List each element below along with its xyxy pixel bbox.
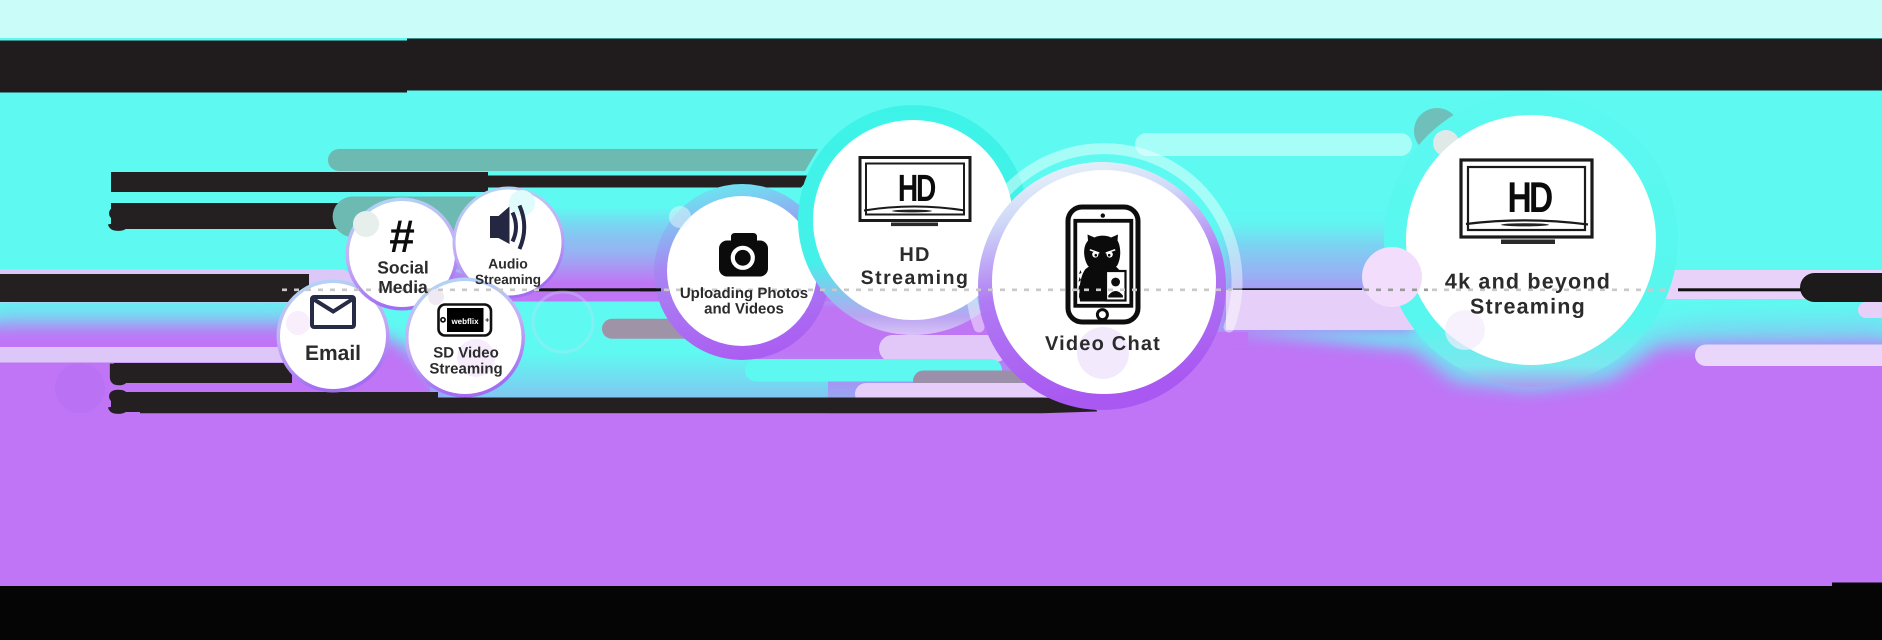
svg-text:Audio: Audio [488, 256, 528, 272]
svg-text:Uploading Photos: Uploading Photos [680, 285, 808, 302]
svg-text:Email: Email [305, 342, 361, 365]
svg-text:HD: HD [1508, 174, 1553, 222]
svg-text:HD: HD [898, 168, 935, 210]
svg-text:4k and beyond: 4k and beyond [1445, 270, 1611, 294]
svg-text:webflix: webflix [450, 317, 479, 326]
svg-text:Video Chat: Video Chat [1045, 333, 1161, 355]
svg-text:Streaming: Streaming [1470, 295, 1586, 319]
svg-text:Streaming: Streaming [429, 361, 502, 378]
svg-text:Streaming: Streaming [475, 272, 541, 287]
svg-text:+: + [485, 315, 490, 324]
svg-text:Social: Social [377, 258, 429, 278]
svg-text:SD Video: SD Video [433, 345, 499, 362]
svg-text:HD: HD [899, 244, 930, 266]
svg-text:Streaming: Streaming [861, 267, 970, 289]
svg-text:#: # [389, 210, 415, 262]
svg-text:and Videos: and Videos [704, 301, 784, 318]
svg-text:Media: Media [378, 277, 428, 297]
